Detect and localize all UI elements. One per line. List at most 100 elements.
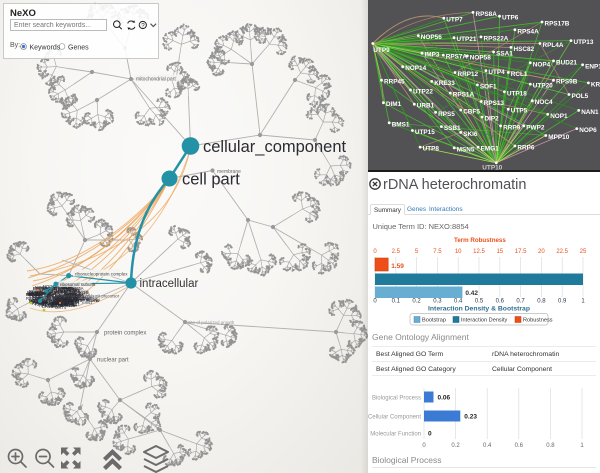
svg-text:UTP18: UTP18 <box>507 90 527 97</box>
svg-text:RPL2B: RPL2B <box>26 296 39 301</box>
svg-text:UTP4: UTP4 <box>488 69 505 76</box>
svg-text:SSF1: SSF1 <box>32 294 43 299</box>
svg-text:UTP20: UTP20 <box>533 83 553 90</box>
svg-text:NOG1: NOG1 <box>78 289 89 294</box>
svg-text:RPL31A: RPL31A <box>54 299 70 304</box>
svg-text:RPS9B: RPS9B <box>556 79 578 86</box>
svg-text:RPS8A: RPS8A <box>476 11 498 18</box>
svg-text:MAK11: MAK11 <box>66 302 80 307</box>
svg-text:UTP8: UTP8 <box>423 146 440 153</box>
svg-text:2.5: 2.5 <box>392 249 401 255</box>
svg-text:KRE33: KRE33 <box>434 80 455 87</box>
svg-text:RPS13: RPS13 <box>484 100 505 107</box>
svg-text:Robustness: Robustness <box>523 318 553 324</box>
svg-text:URB1: URB1 <box>417 103 435 110</box>
svg-text:NOP2: NOP2 <box>51 303 63 308</box>
svg-text:NOP4: NOP4 <box>44 299 56 304</box>
svg-text:YTM1: YTM1 <box>50 300 62 305</box>
svg-text:CBF5: CBF5 <box>463 109 480 116</box>
svg-text:BRX1: BRX1 <box>65 291 75 296</box>
svg-text:cellular_component: cellular_component <box>203 138 347 156</box>
svg-text:YVH1: YVH1 <box>50 286 62 291</box>
svg-text:RPP0: RPP0 <box>69 289 81 294</box>
svg-text:NOC2: NOC2 <box>29 299 41 304</box>
svg-text:NOP15: NOP15 <box>55 294 69 299</box>
svg-text:MSN5: MSN5 <box>457 146 475 153</box>
svg-text:0.06: 0.06 <box>438 395 451 402</box>
svg-text:UTP21: UTP21 <box>457 36 477 43</box>
svg-text:NOC4: NOC4 <box>535 99 553 106</box>
svg-text:RRP1: RRP1 <box>66 292 76 297</box>
svg-text:RPL4A: RPL4A <box>70 292 83 297</box>
svg-text:MRT4: MRT4 <box>68 299 80 304</box>
svg-text:RLP24: RLP24 <box>47 292 60 297</box>
svg-text:SDA1: SDA1 <box>45 290 57 295</box>
svg-text:CIC1: CIC1 <box>48 288 58 293</box>
svg-text:25: 25 <box>580 249 587 255</box>
svg-text:NAN1: NAN1 <box>581 109 599 116</box>
svg-text:BUD20: BUD20 <box>33 286 47 291</box>
svg-text:0.9: 0.9 <box>558 299 567 305</box>
svg-text:RPL7A: RPL7A <box>86 298 99 303</box>
svg-text:Biological Process: Biological Process <box>372 396 421 402</box>
svg-text:RPL16B: RPL16B <box>59 294 75 299</box>
svg-text:RPL5: RPL5 <box>48 289 59 294</box>
svg-text:RPL35A: RPL35A <box>37 286 53 291</box>
svg-text:UTP9: UTP9 <box>373 47 390 54</box>
svg-text:UTP6: UTP6 <box>502 15 519 22</box>
svg-text:RPL12B: RPL12B <box>55 299 71 304</box>
svg-text:DRS1: DRS1 <box>62 298 74 303</box>
svg-text:RPL16B: RPL16B <box>46 293 62 298</box>
svg-text:0: 0 <box>428 431 432 438</box>
svg-text:22.5: 22.5 <box>556 249 568 255</box>
svg-text:NOP4: NOP4 <box>64 290 76 295</box>
svg-text:MAK5: MAK5 <box>28 292 40 297</box>
svg-text:BRX1: BRX1 <box>50 301 62 306</box>
svg-text:RPL3: RPL3 <box>70 291 80 296</box>
svg-text:nuclear part: nuclear part <box>97 358 129 364</box>
svg-text:MAK5: MAK5 <box>60 289 72 294</box>
svg-text:ribosomal subunit: ribosomal subunit <box>60 282 96 287</box>
svg-text:ARX1: ARX1 <box>55 290 67 295</box>
svg-text:ARX1: ARX1 <box>67 295 79 300</box>
svg-text:UTP15: UTP15 <box>415 129 435 136</box>
svg-text:0.23: 0.23 <box>464 414 477 421</box>
svg-text:ARX1: ARX1 <box>66 292 78 297</box>
svg-text:TMA16: TMA16 <box>65 293 79 298</box>
svg-text:NUG1: NUG1 <box>63 295 75 300</box>
svg-text:SSF1: SSF1 <box>66 296 76 301</box>
svg-text:UTP5: UTP5 <box>511 108 528 115</box>
svg-text:NIP7: NIP7 <box>73 297 82 302</box>
svg-text:BMS1: BMS1 <box>392 121 410 128</box>
svg-text:RPL25: RPL25 <box>35 290 48 295</box>
svg-text:0: 0 <box>373 299 377 305</box>
svg-text:NIP7: NIP7 <box>40 296 50 301</box>
svg-text:RSA4: RSA4 <box>49 304 61 309</box>
svg-text:NOP12: NOP12 <box>29 291 43 296</box>
svg-text:ERB1: ERB1 <box>47 296 59 301</box>
svg-text:RLP24: RLP24 <box>64 302 77 307</box>
svg-text:NSA2: NSA2 <box>58 298 70 303</box>
svg-text:RPL4A: RPL4A <box>66 300 79 305</box>
svg-text:RPS1A: RPS1A <box>66 294 80 299</box>
svg-text:NSA2: NSA2 <box>52 295 64 300</box>
svg-text:PWP2: PWP2 <box>526 124 545 131</box>
svg-text:0.2: 0.2 <box>451 443 460 449</box>
svg-text:RRP45: RRP45 <box>384 79 405 86</box>
svg-text:NOP2: NOP2 <box>55 290 67 295</box>
svg-text:BUD20: BUD20 <box>62 302 76 307</box>
svg-text:protein complex: protein complex <box>104 331 146 337</box>
svg-text:TMA16: TMA16 <box>39 291 53 296</box>
svg-text:RPL3: RPL3 <box>58 302 69 307</box>
svg-text:RPL20A: RPL20A <box>52 286 68 291</box>
svg-text:Interaction Density & Bootstra: Interaction Density & Bootstrap <box>428 306 530 313</box>
svg-text:NOP14: NOP14 <box>405 65 426 72</box>
svg-text:ENP1: ENP1 <box>585 63 600 70</box>
svg-text:REI1: REI1 <box>64 292 74 297</box>
svg-text:SPB4: SPB4 <box>49 301 60 306</box>
svg-text:RPL11B: RPL11B <box>73 290 88 295</box>
svg-text:NOG2: NOG2 <box>35 285 48 290</box>
svg-text:0.1: 0.1 <box>392 299 401 305</box>
svg-text:UTP13: UTP13 <box>574 39 594 46</box>
svg-text:DIM1: DIM1 <box>386 101 402 108</box>
